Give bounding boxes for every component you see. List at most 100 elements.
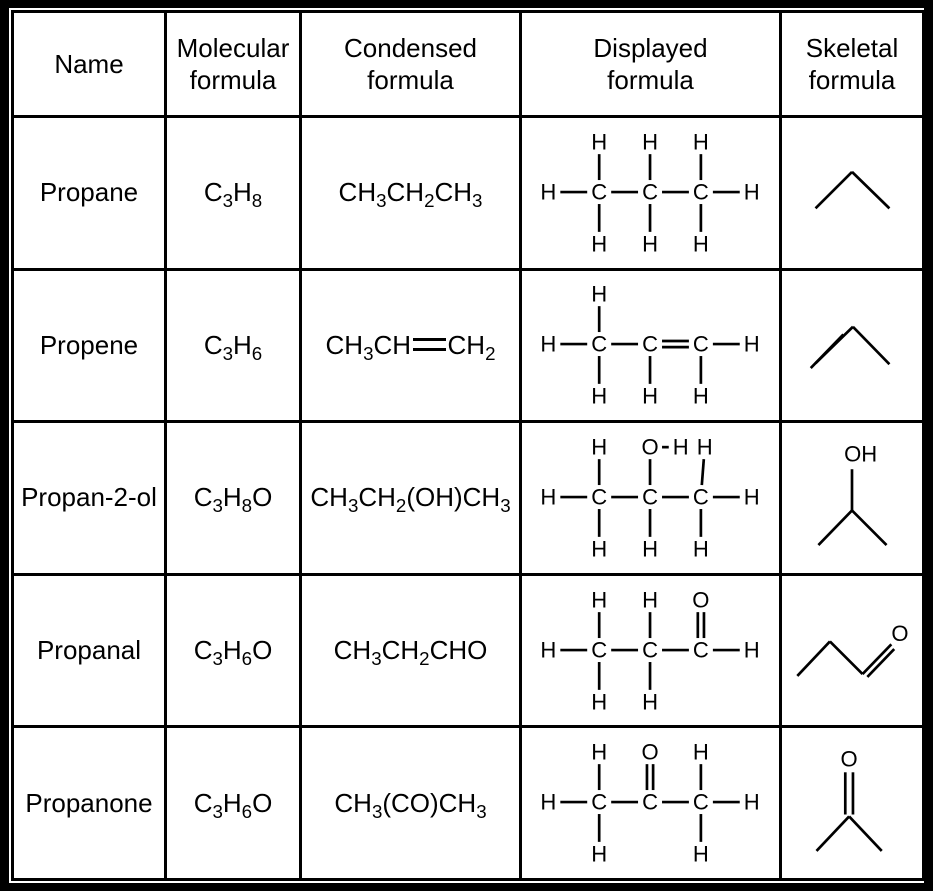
- svg-text:C: C: [642, 179, 658, 204]
- svg-text:H: H: [642, 587, 658, 612]
- svg-text:C: C: [642, 790, 658, 815]
- double-bond-glyph: [413, 338, 446, 351]
- svg-text:H: H: [591, 587, 607, 612]
- molecular-formula: C3H8O: [164, 420, 302, 576]
- skeletal-formula: [779, 267, 925, 424]
- skeletal-formula: [779, 115, 925, 271]
- skeletal-structure-diagram: OH: [817, 441, 888, 546]
- svg-text:C: C: [692, 179, 708, 204]
- svg-text:H: H: [642, 536, 658, 561]
- skeletal-structure-diagram: [814, 170, 891, 210]
- svg-text:C: C: [591, 179, 607, 204]
- svg-text:H: H: [642, 129, 658, 154]
- svg-text:H: H: [692, 129, 708, 154]
- svg-text:C: C: [591, 332, 607, 357]
- svg-text:H: H: [540, 790, 556, 815]
- svg-text:C: C: [692, 332, 708, 357]
- svg-text:H: H: [591, 689, 607, 714]
- svg-text:O: O: [641, 740, 658, 765]
- svg-text:H: H: [743, 485, 759, 510]
- header-condensed-label: Condensed formula: [344, 32, 477, 96]
- svg-text:H: H: [591, 536, 607, 561]
- svg-text:H: H: [696, 435, 712, 460]
- svg-text:H: H: [540, 485, 556, 510]
- compound-name: Propan-2-ol: [11, 420, 167, 576]
- svg-text:H: H: [743, 790, 759, 815]
- skeletal-formula: O: [779, 725, 925, 881]
- header-condensed-formula: Condensed formula: [299, 10, 522, 118]
- svg-text:H: H: [692, 842, 708, 867]
- svg-text:H: H: [591, 740, 607, 765]
- molecular-formula: C3H6: [164, 267, 302, 424]
- skeletal-structure-diagram: O: [796, 621, 909, 678]
- svg-text:H: H: [692, 231, 708, 256]
- svg-text:H: H: [692, 740, 708, 765]
- compound-name: Propane: [11, 115, 167, 271]
- header-molecular-formula: Molecular formula: [164, 10, 302, 118]
- svg-text:C: C: [591, 637, 607, 662]
- svg-text:C: C: [692, 790, 708, 815]
- svg-text:C: C: [692, 485, 708, 510]
- svg-text:H: H: [540, 179, 556, 204]
- svg-text:C: C: [692, 637, 708, 662]
- svg-text:H: H: [692, 536, 708, 561]
- svg-text:H: H: [672, 435, 688, 460]
- header-name-label: Name: [54, 48, 124, 79]
- header-displayed-label: Displayed formula: [593, 32, 708, 96]
- svg-text:H: H: [591, 842, 607, 867]
- condensed-formula: CH3(CO)CH3: [299, 725, 522, 881]
- svg-text:H: H: [692, 384, 708, 409]
- svg-text:H: H: [540, 332, 556, 357]
- svg-text:OH: OH: [844, 441, 877, 466]
- molecular-formula: C3H6O: [164, 725, 302, 881]
- svg-text:O: O: [692, 587, 709, 612]
- compound-name: Propanal: [11, 572, 167, 729]
- skeletal-structure-diagram: O: [815, 747, 883, 853]
- header-skeletal-label: Skeletal formula: [805, 32, 899, 96]
- svg-text:O: O: [841, 747, 858, 772]
- condensed-formula: CH3CH2CH3: [299, 115, 522, 271]
- svg-text:O: O: [891, 621, 908, 646]
- condensed-formula: CH3CH2(OH)CH3: [299, 420, 522, 576]
- skeletal-formula: OH: [779, 420, 925, 576]
- svg-text:C: C: [642, 485, 658, 510]
- svg-text:C: C: [591, 485, 607, 510]
- skeletal-formula: O: [779, 572, 925, 729]
- svg-text:C: C: [642, 332, 658, 357]
- compound-name: Propanone: [11, 725, 167, 881]
- header-row: Name Molecular formula Condensed formula…: [11, 10, 925, 118]
- svg-text:H: H: [591, 282, 607, 307]
- svg-text:H: H: [591, 384, 607, 409]
- svg-text:H: H: [591, 435, 607, 460]
- svg-text:H: H: [642, 689, 658, 714]
- header-name: Name: [11, 10, 167, 118]
- svg-text:H: H: [540, 637, 556, 662]
- svg-text:H: H: [743, 332, 759, 357]
- svg-text:H: H: [591, 231, 607, 256]
- compound-name: Propene: [11, 267, 167, 424]
- svg-text:H: H: [642, 231, 658, 256]
- molecular-formula: C3H8: [164, 115, 302, 271]
- svg-text:C: C: [591, 790, 607, 815]
- header-skeletal-formula: Skeletal formula: [779, 10, 925, 118]
- svg-text:H: H: [743, 179, 759, 204]
- svg-text:H: H: [642, 384, 658, 409]
- header-displayed-formula: Displayed formula: [519, 10, 782, 118]
- header-molecular-label: Molecular formula: [176, 32, 290, 96]
